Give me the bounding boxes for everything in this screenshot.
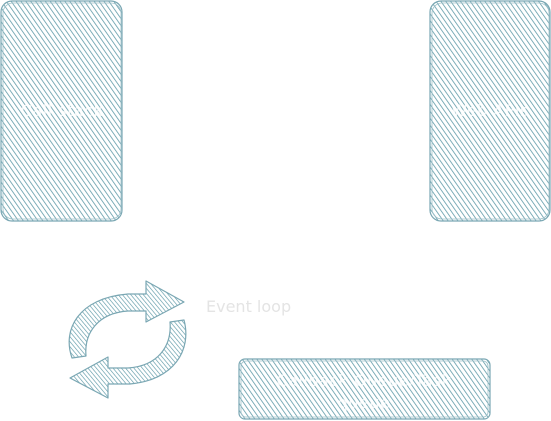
web-apis-box: Web APIs — [429, 0, 551, 222]
callback-queue-box: Callback Queue/Task queue — [238, 358, 491, 420]
call-stack-label: Call stack — [21, 101, 104, 120]
callback-queue-label-line1: Callback Queue/Task — [277, 371, 452, 390]
call-stack-box: Call stack — [0, 0, 123, 222]
web-apis-label: Web APIs — [451, 101, 529, 120]
refresh-cycle-icon — [68, 280, 187, 399]
event-loop-label: Event loop — [206, 297, 291, 316]
callback-queue-label-line2: queue — [338, 393, 391, 412]
